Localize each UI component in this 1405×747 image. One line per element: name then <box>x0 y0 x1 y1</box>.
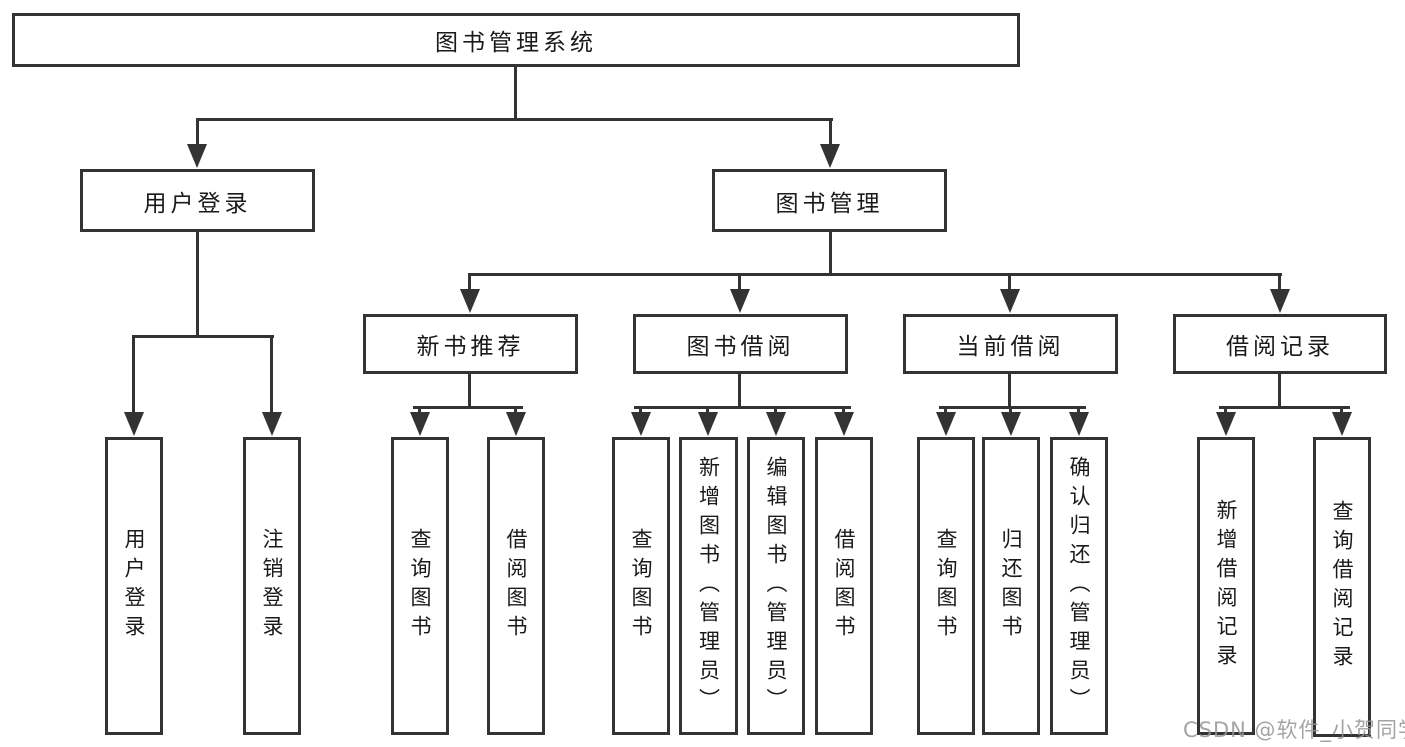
connector-line <box>1278 275 1281 291</box>
node-library-system: 图书管理系统 <box>12 13 1020 67</box>
arrow-down-icon <box>506 412 526 436</box>
node-label: 用户登录 <box>122 528 147 644</box>
node-label: 当前借阅 <box>956 334 1065 360</box>
arrow-down-icon <box>766 412 786 436</box>
arrow-down-icon <box>187 144 207 168</box>
node-label: 图书借阅 <box>686 334 795 360</box>
leaf-query-books-recommend: 查询图书 <box>391 437 449 735</box>
connector-line <box>196 120 199 148</box>
connector-line <box>634 406 851 409</box>
arrow-down-icon <box>1332 412 1352 436</box>
arrow-down-icon <box>698 412 718 436</box>
node-label: 借阅图书 <box>832 528 857 644</box>
arrow-down-icon <box>262 412 282 436</box>
node-label: 借阅图书 <box>504 528 529 644</box>
arrow-down-icon <box>410 412 430 436</box>
leaf-edit-books-admin: 编辑图书（管理员） <box>747 437 805 735</box>
leaf-query-borrow-record: 查询借阅记录 <box>1313 437 1371 737</box>
node-label: 确认归还（管理员） <box>1067 455 1092 717</box>
arrow-down-icon <box>631 412 651 436</box>
connector-line <box>514 67 517 121</box>
node-label: 新增图书（管理员） <box>696 455 721 717</box>
arrow-down-icon <box>834 412 854 436</box>
node-book-borrow: 图书借阅 <box>633 314 848 374</box>
leaf-query-books-current: 查询图书 <box>917 437 975 735</box>
leaf-add-borrow-record: 新增借阅记录 <box>1197 437 1255 735</box>
arrow-down-icon <box>460 289 480 313</box>
node-label: 新书推荐 <box>416 334 525 360</box>
node-label: 图书管理 <box>775 190 884 217</box>
node-label: 新增借阅记录 <box>1214 499 1239 673</box>
node-book-management: 图书管理 <box>712 169 947 232</box>
connector-line <box>196 118 833 121</box>
node-label: 查询图书 <box>934 528 959 644</box>
node-current-borrow: 当前借阅 <box>903 314 1118 374</box>
connector-line <box>829 232 832 275</box>
connector-line <box>196 232 199 338</box>
node-user-login: 用户登录 <box>80 169 315 232</box>
leaf-confirm-return-admin: 确认归还（管理员） <box>1050 437 1108 735</box>
node-label: 归还图书 <box>999 528 1024 644</box>
arrow-down-icon <box>1000 289 1020 313</box>
connector-line <box>468 275 471 291</box>
connector-line <box>738 275 741 291</box>
leaf-user-login: 用户登录 <box>105 437 163 735</box>
connector-line <box>939 406 1086 409</box>
connector-line <box>1278 374 1281 408</box>
arrow-down-icon <box>1270 289 1290 313</box>
connector-line <box>1008 374 1011 408</box>
leaf-query-books-borrow: 查询图书 <box>612 437 670 735</box>
watermark: CSDN @软件_小贺同学 <box>1183 718 1405 742</box>
node-label: 注销登录 <box>260 528 285 644</box>
connector-line <box>738 374 741 408</box>
leaf-borrow-books-recommend: 借阅图书 <box>487 437 545 735</box>
connector-line <box>1008 275 1011 291</box>
connector-line <box>132 337 135 417</box>
arrow-down-icon <box>1069 412 1089 436</box>
arrow-down-icon <box>1001 412 1021 436</box>
connector-line <box>132 335 274 338</box>
connector-line <box>270 337 273 417</box>
node-label: 借阅记录 <box>1226 334 1334 360</box>
node-label: 用户登录 <box>143 190 252 217</box>
leaf-add-books-admin: 新增图书（管理员） <box>679 437 738 735</box>
arrow-down-icon <box>1216 412 1236 436</box>
connector-line <box>1219 406 1350 409</box>
leaf-logout: 注销登录 <box>243 437 301 735</box>
node-new-book-recommend: 新书推荐 <box>363 314 578 374</box>
node-label: 查询图书 <box>408 528 433 644</box>
connector-line <box>468 374 471 408</box>
arrow-down-icon <box>936 412 956 436</box>
arrow-down-icon <box>730 289 750 313</box>
node-borrow-records: 借阅记录 <box>1173 314 1387 374</box>
node-label: 编辑图书（管理员） <box>764 455 789 717</box>
arrow-down-icon <box>124 412 144 436</box>
leaf-borrow-books: 借阅图书 <box>815 437 873 735</box>
connector-line <box>468 273 1282 276</box>
connector-line <box>413 406 523 409</box>
node-label: 查询图书 <box>629 528 654 644</box>
node-label: 查询借阅记录 <box>1330 500 1355 674</box>
arrow-down-icon <box>820 144 840 168</box>
leaf-return-books: 归还图书 <box>982 437 1040 735</box>
node-label: 图书管理系统 <box>435 30 597 56</box>
connector-line <box>829 120 832 148</box>
